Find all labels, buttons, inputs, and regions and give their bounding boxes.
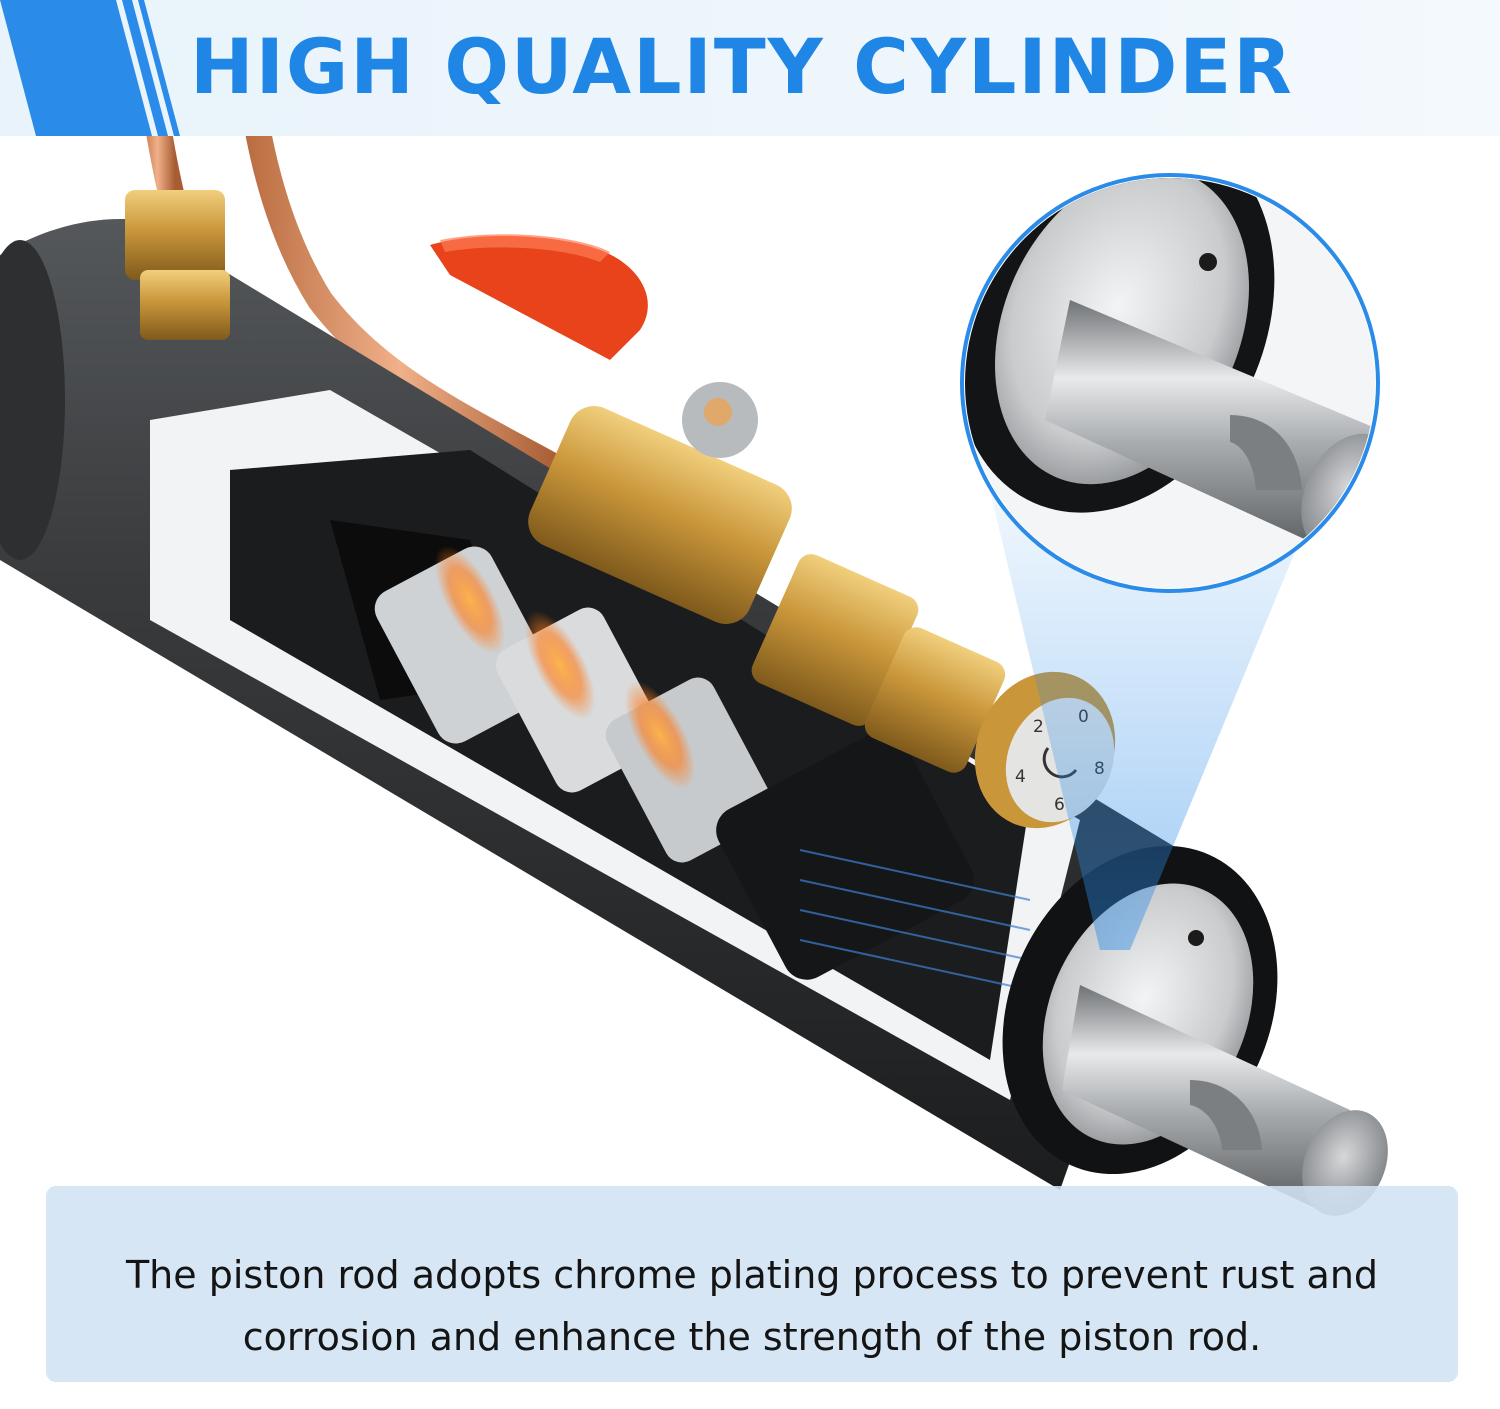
- internal-gears: [330, 520, 1031, 991]
- title-accent-stripes: [0, 0, 180, 136]
- magnified-inset: [960, 173, 1380, 593]
- caption-text: The piston rod adopts chrome plating pro…: [125, 1253, 1379, 1359]
- brass-fitting: [125, 190, 230, 340]
- dial-mark-6: 6: [1054, 795, 1065, 815]
- caption-panel: The piston rod adopts chrome plating pro…: [46, 1186, 1458, 1382]
- title-band: [0, 0, 1500, 136]
- title-banner: HIGH QUALITY CYLINDER: [0, 0, 1500, 136]
- page-title: HIGH QUALITY CYLINDER: [190, 22, 1294, 111]
- dial-mark-2: 2: [1033, 717, 1044, 737]
- dial-mark-4: 4: [1015, 767, 1026, 787]
- magnifier-beam: [985, 470, 1300, 950]
- ball-valve: [430, 234, 1006, 773]
